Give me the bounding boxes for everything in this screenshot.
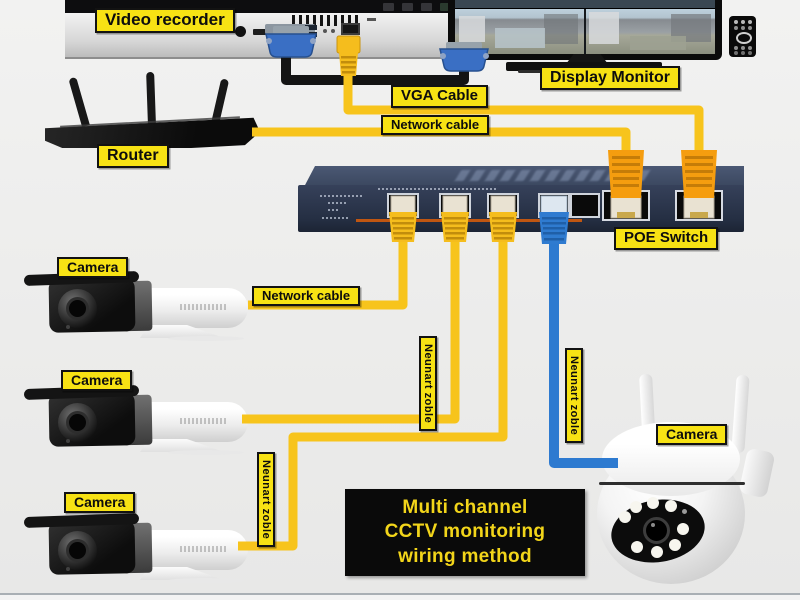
- bullet-camera-1: [22, 268, 250, 342]
- usb-port: [305, 25, 317, 30]
- ptz-camera: [585, 370, 785, 596]
- diagram-title: Multi channel CCTV monitoring wiring met…: [345, 489, 585, 576]
- led-indicator: [331, 29, 335, 33]
- camera-screw: [66, 567, 70, 571]
- audio-port: [235, 26, 246, 37]
- camera-screw: [66, 325, 70, 329]
- ir-led: [619, 511, 631, 523]
- ptz-seam: [599, 482, 745, 485]
- building-shape: [459, 16, 485, 42]
- camera-lens-inner: [66, 411, 89, 434]
- label-cable-tag-1: Neunart zoble: [419, 336, 438, 432]
- building-shape: [544, 14, 578, 44]
- router-antenna: [68, 76, 90, 128]
- ethernet-port-5: [570, 193, 600, 218]
- bullet-camera-3: [22, 510, 250, 584]
- switch-accent-strip: [356, 219, 582, 222]
- camera-foot: [168, 450, 244, 455]
- remote-control: [729, 16, 756, 57]
- monitor-top-row: [455, 0, 715, 9]
- ir-led: [665, 500, 677, 512]
- switch-brand-mark: [454, 170, 652, 181]
- label-network-cable-top: Network cable: [381, 115, 490, 136]
- camera-lens-inner: [66, 297, 89, 320]
- ir-led: [647, 497, 659, 509]
- monitor-screen: [455, 2, 715, 54]
- switch-print: [322, 217, 348, 219]
- camera-brand-mark: [180, 418, 226, 424]
- remote-buttons: [734, 20, 738, 24]
- hdmi-port: [253, 29, 266, 35]
- remote-dpad: [736, 32, 752, 44]
- ethernet-port-1: [387, 193, 419, 218]
- camera-foot: [168, 578, 244, 583]
- switch-print: [328, 202, 346, 204]
- label-network-cable-cameras: Network cable: [252, 286, 361, 307]
- dvr-button: [383, 3, 394, 11]
- usb-port: [305, 32, 317, 37]
- camera-lens-inner: [66, 539, 89, 562]
- lens-glint: [651, 523, 655, 527]
- title-line-2: CCTV monitoring: [384, 521, 546, 543]
- ir-led: [651, 546, 663, 558]
- dvr-button: [402, 3, 413, 11]
- panel-switch: [367, 18, 376, 21]
- label-camera-1: Camera: [57, 257, 129, 279]
- ir-led: [631, 541, 643, 553]
- switch-print: [378, 188, 498, 190]
- monitor-stand: [566, 54, 608, 64]
- ethernet-port-2: [439, 193, 471, 218]
- label-cable-tag-2: Neunart zoble: [565, 348, 584, 444]
- ethernet-port-4: [538, 193, 570, 218]
- wifi-antenna: [731, 374, 750, 454]
- dvr-button: [440, 3, 451, 11]
- camera-foot: [168, 336, 244, 341]
- camera-view-tile: [586, 2, 715, 54]
- router-antenna: [146, 71, 156, 127]
- ptz-lens: [643, 517, 670, 544]
- switch-print: [328, 209, 338, 211]
- usb-port: [341, 23, 360, 35]
- ethernet-port-3: [487, 193, 519, 218]
- uplink-port-2: [675, 190, 723, 221]
- road-shape: [630, 36, 686, 50]
- ir-led: [677, 523, 689, 535]
- label-vga-cable: VGA Cable: [391, 85, 488, 108]
- label-camera-2: Camera: [61, 370, 133, 392]
- camera-screw: [66, 439, 70, 443]
- label-cable-tag-3: Neunart zoble: [257, 452, 276, 548]
- mount-arm: [738, 447, 776, 499]
- label-poe-switch: POE Switch: [614, 227, 719, 250]
- building-shape: [589, 12, 619, 44]
- bullet-camera-2: [22, 382, 250, 456]
- label-display-monitor: Display Monitor: [540, 66, 681, 90]
- switch-print: [320, 195, 364, 197]
- title-line-1: Multi channel: [402, 497, 528, 518]
- camera-brand-mark: [180, 546, 226, 552]
- label-router: Router: [97, 144, 169, 168]
- camera-brand-mark: [180, 304, 226, 310]
- poe-switch: [298, 166, 744, 232]
- bottom-divider: [0, 593, 800, 595]
- label-video-recorder: Video recorder: [95, 8, 235, 33]
- title-line-3: wiring method: [398, 545, 532, 567]
- light-sensor: [682, 509, 687, 514]
- dvr-button: [421, 3, 432, 11]
- led-indicator: [323, 29, 327, 33]
- label-camera-3: Camera: [64, 492, 136, 514]
- switch-front-face: [298, 185, 744, 232]
- label-camera-4: Camera: [656, 424, 728, 446]
- ir-led: [630, 501, 642, 513]
- bottom-margin: [0, 595, 800, 600]
- vent-grille: [292, 15, 358, 26]
- uplink-port-1: [602, 190, 650, 221]
- canal-shape: [495, 28, 545, 48]
- camera-view-tile: [455, 2, 584, 54]
- ir-led: [669, 539, 681, 551]
